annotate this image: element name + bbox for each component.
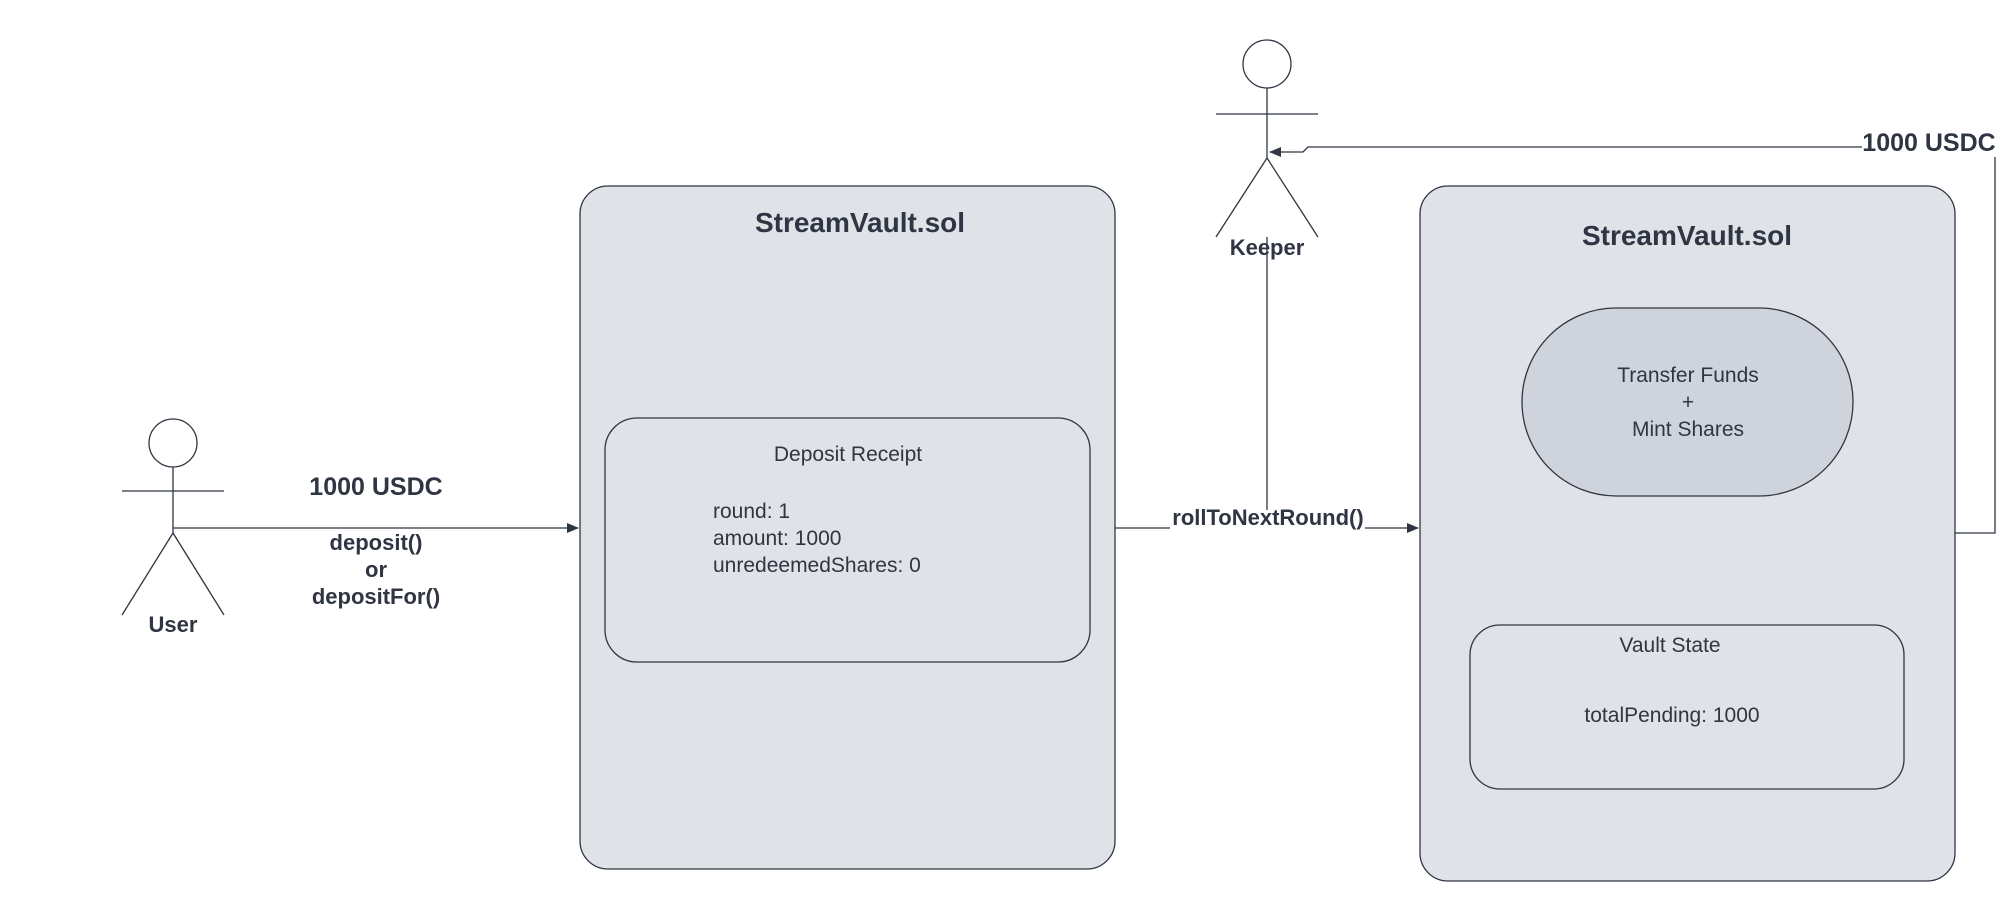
keeper-return-arrow: [1269, 146, 1996, 534]
keeper-actor-figure: [1215, 39, 1319, 238]
user-actor-figure: [121, 418, 225, 616]
transfer-mint-process: [1521, 307, 1854, 497]
user-head: [148, 418, 198, 468]
vault-left-title: StreamVault.sol: [755, 207, 965, 238]
process-line-mint: Mint Shares: [1632, 418, 1744, 441]
vault-right-title: StreamVault.sol: [1582, 220, 1792, 251]
process-line-transfer: Transfer Funds: [1617, 364, 1759, 387]
deposit-receipt-box: [604, 417, 1091, 663]
keeper-return-label-bg: [1862, 127, 1996, 157]
deposit-amount-label: 1000 USDC: [309, 473, 442, 501]
deposit-or-label: or: [365, 557, 387, 582]
process-line-plus: +: [1682, 391, 1694, 414]
receipt-amount: amount: 1000: [713, 527, 841, 550]
vault-state-title: Vault State: [1619, 634, 1720, 657]
vault-state-box: [1469, 624, 1905, 790]
receipt-round: round: 1: [713, 500, 790, 523]
keeper-head: [1242, 39, 1292, 89]
deposit-fn-label: deposit(): [330, 530, 423, 555]
receipt-unredeemed-shares: unredeemedShares: 0: [713, 554, 921, 577]
deposit-for-fn-label: depositFor(): [312, 584, 440, 609]
keeper-return-amount-label: 1000 USDC: [1862, 129, 1995, 157]
roll-to-next-round-label: rollToNextRound(): [1172, 505, 1363, 530]
user-label: User: [149, 612, 198, 637]
deposit-receipt-title: Deposit Receipt: [774, 443, 922, 466]
vault-state-total-pending: totalPending: 1000: [1584, 704, 1759, 727]
